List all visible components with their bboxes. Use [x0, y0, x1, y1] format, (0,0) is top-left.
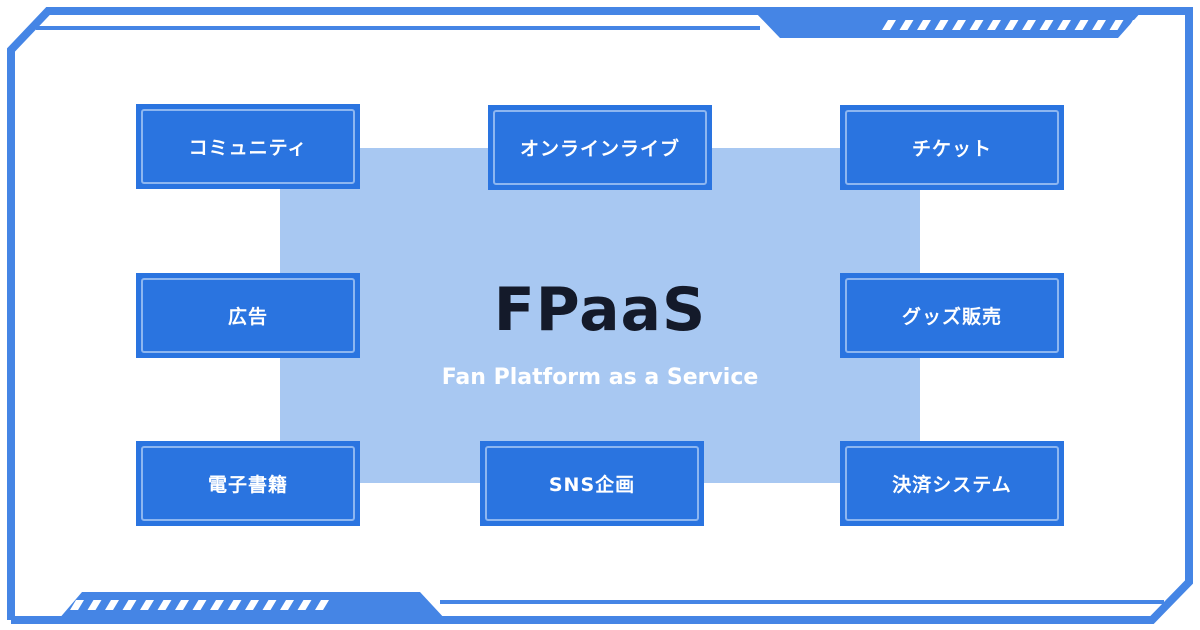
service-label: コミュニティ [188, 137, 308, 159]
page-subtitle: Fan Platform as a Service [441, 365, 759, 390]
stripe [1127, 20, 1141, 30]
stripe [140, 600, 154, 610]
stripe [122, 600, 137, 610]
service-label: グッズ販売 [901, 306, 1002, 328]
stripe [1074, 20, 1089, 30]
stripe [280, 600, 294, 610]
service-label: SNS企画 [548, 474, 636, 496]
service-box-online-live: オンラインライブ [488, 105, 712, 190]
frame-top-tab [754, 11, 1142, 38]
stripes-top [882, 20, 1141, 30]
service-box-payment: 決済システム [840, 441, 1064, 526]
stripe [952, 20, 966, 30]
service-box-sns: SNS企画 [480, 441, 704, 526]
stripe [245, 600, 259, 610]
stripe [175, 600, 189, 610]
stripe [934, 20, 949, 30]
center-panel [280, 148, 920, 483]
service-label: オンラインライブ [519, 138, 680, 160]
stripe [315, 600, 329, 610]
stripe [192, 600, 207, 610]
stripe [105, 600, 119, 610]
service-box-merchandise: グッズ販売 [840, 273, 1064, 358]
stripe [262, 600, 277, 610]
stripe [969, 20, 984, 30]
service-box-ticket: チケット [840, 105, 1064, 190]
stripes-bottom [70, 600, 329, 610]
stripe [1022, 20, 1036, 30]
stripe [1004, 20, 1019, 30]
frame-outer-line [7, 6, 1114, 620]
service-box-community: コミュニティ [136, 104, 360, 189]
service-label: 広告 [227, 306, 268, 328]
stripe [227, 600, 242, 610]
stripe [899, 20, 914, 30]
stripe [87, 600, 102, 610]
service-label: チケット [911, 138, 992, 160]
stripe [157, 600, 172, 610]
page-title: FPaaS [493, 275, 707, 345]
stripe [917, 20, 931, 30]
service-box-advertising: 広告 [136, 273, 360, 358]
stripe [210, 600, 224, 610]
stripe [1057, 20, 1071, 30]
stripe [1039, 20, 1054, 30]
stripe [1092, 20, 1106, 30]
service-label: 決済システム [892, 474, 1012, 496]
stripe [987, 20, 1001, 30]
stripe [70, 600, 84, 610]
stripe [297, 600, 312, 610]
frame-outer-right [11, 7, 1193, 624]
service-box-ebook: 電子書籍 [136, 441, 360, 526]
stripe [882, 20, 896, 30]
stripe [1109, 20, 1124, 30]
service-label: 電子書籍 [207, 474, 288, 496]
